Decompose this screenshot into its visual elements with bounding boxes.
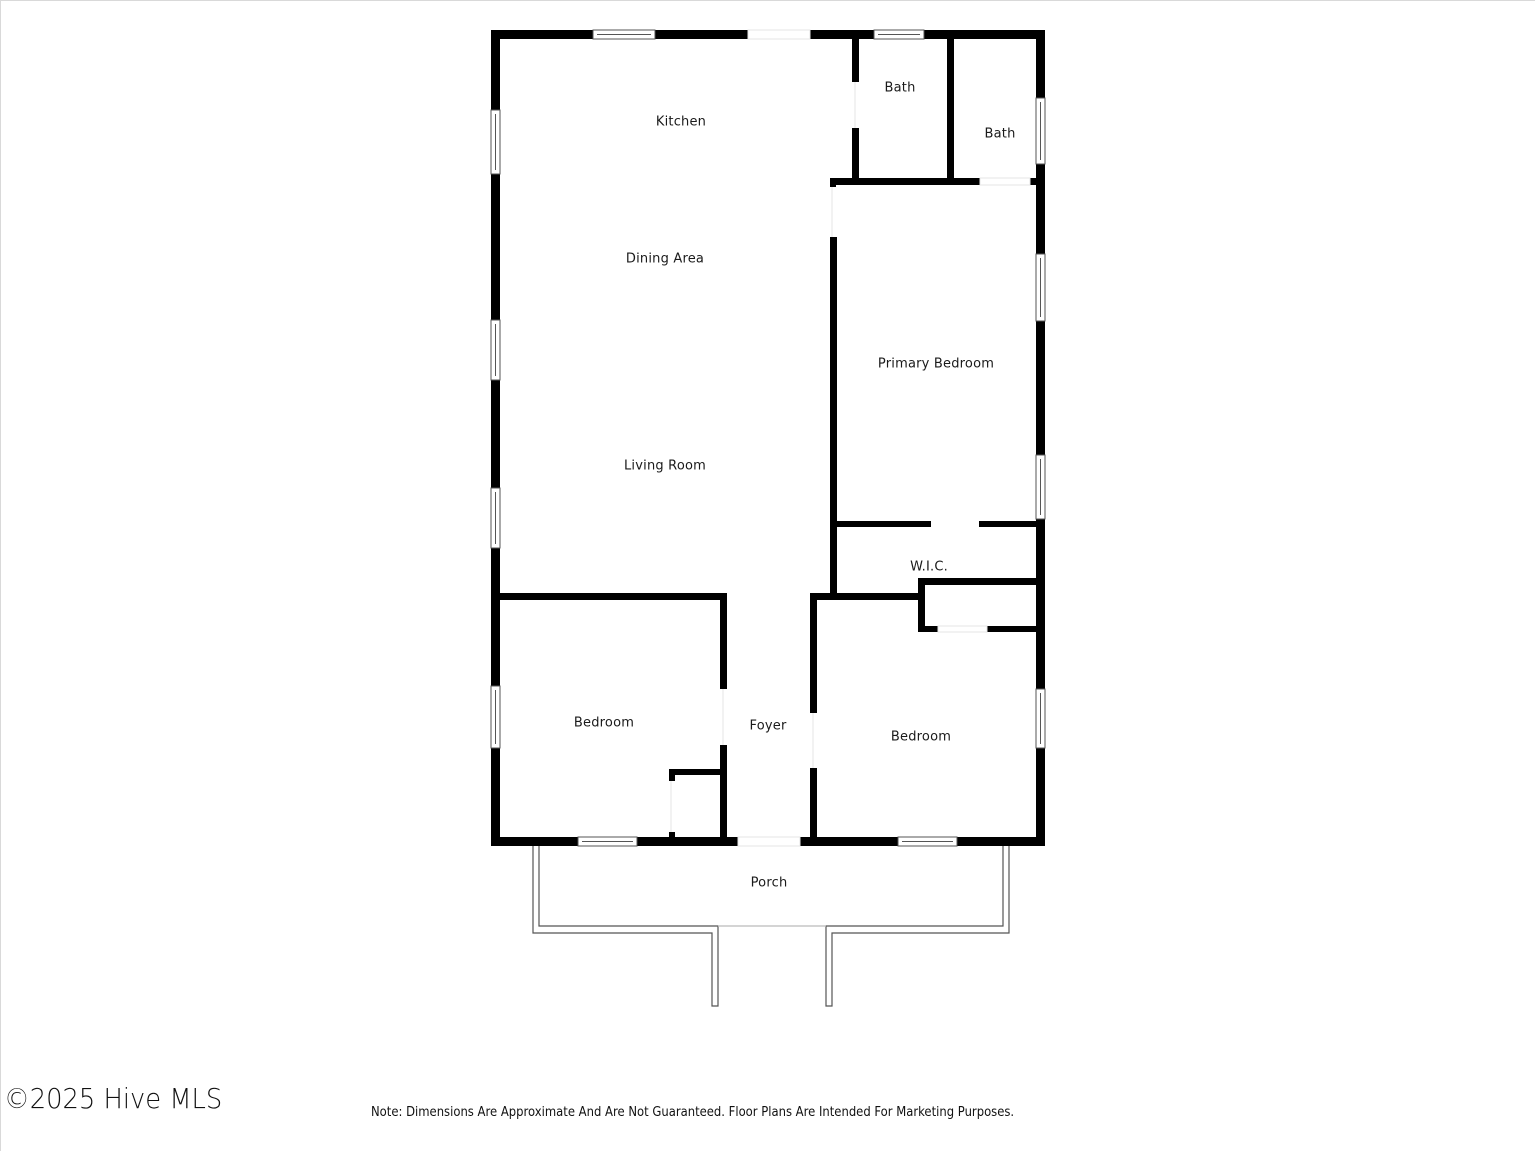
- room-label-dining-area: Dining Area: [625, 251, 705, 267]
- room-label-bedroom: Bedroom: [573, 715, 635, 731]
- room-label-primary-bedroom: Primary Bedroom: [877, 356, 995, 372]
- room-label-living-room: Living Room: [623, 458, 707, 474]
- disclaimer-note: Note: Dimensions Are Approximate And Are…: [371, 1104, 1015, 1120]
- room-label-bath: Bath: [884, 80, 916, 96]
- room-label-porch: Porch: [750, 875, 788, 891]
- room-label-wic: W.I.C.: [910, 559, 948, 575]
- copyright-watermark: ©2025 Hive MLS: [4, 1082, 223, 1115]
- exterior-walls: [491, 30, 1045, 846]
- room-label-bedroom: Bedroom: [890, 729, 952, 745]
- door-openings: [670, 29, 1031, 847]
- porch-outline: [532, 846, 1010, 1007]
- room-label-bath: Bath: [984, 126, 1016, 142]
- windows: [490, 29, 1046, 847]
- room-label-kitchen: Kitchen: [655, 114, 707, 130]
- room-label-foyer: Foyer: [749, 718, 787, 734]
- interior-walls: [498, 38, 1039, 840]
